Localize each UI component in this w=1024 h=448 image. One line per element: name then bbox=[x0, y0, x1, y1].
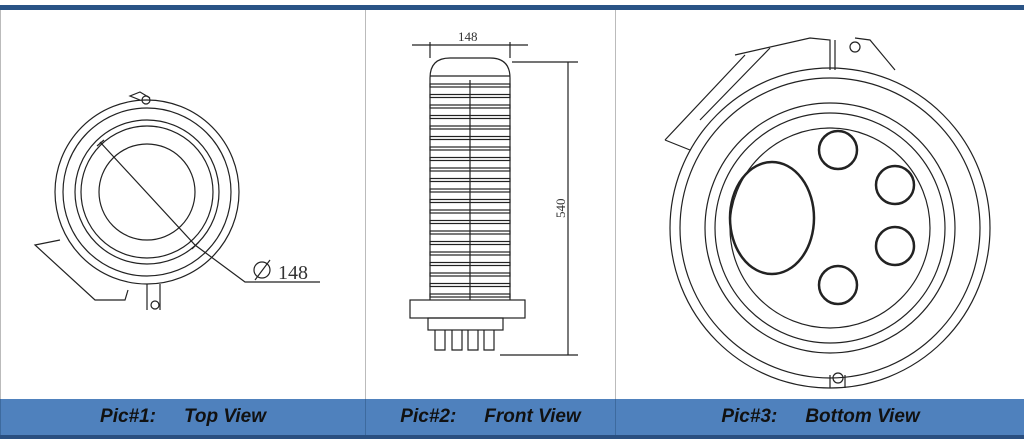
caption-bottom-view: Pic#3: Bottom View bbox=[615, 399, 1024, 435]
panel-top-view bbox=[0, 10, 366, 399]
caption-label: Pic#1: bbox=[100, 406, 156, 427]
caption-title: Front View bbox=[484, 406, 581, 427]
caption-label: Pic#2: bbox=[400, 406, 457, 427]
caption-top-view: Pic#1: Top View bbox=[0, 399, 365, 435]
height-dimension-label: 540 bbox=[553, 199, 568, 219]
panel-front-view bbox=[365, 10, 616, 399]
top-view-drawing: 148 bbox=[33, 91, 320, 310]
diameter-label: 148 bbox=[278, 262, 308, 284]
bottom-view-drawing bbox=[664, 37, 991, 389]
caption-title: Bottom View bbox=[805, 406, 920, 427]
caption-front-view: Pic#2: Front View bbox=[365, 399, 615, 435]
drawings: 148 148 540 bbox=[33, 29, 991, 389]
caption-label: Pic#3: bbox=[721, 406, 778, 427]
front-view-drawing: 148 540 bbox=[409, 29, 578, 356]
bottom-border bbox=[0, 435, 1024, 439]
panel-bottom-view bbox=[615, 10, 1024, 399]
width-dimension-label: 148 bbox=[458, 29, 478, 44]
caption-title: Top View bbox=[184, 406, 266, 427]
top-border bbox=[0, 5, 1024, 10]
